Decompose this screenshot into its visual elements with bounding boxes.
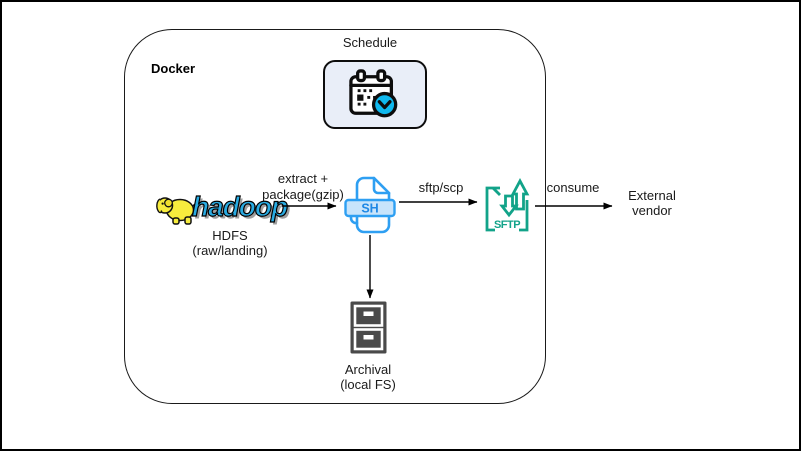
clock-face bbox=[371, 91, 398, 117]
archival-label: Archival bbox=[344, 362, 392, 377]
edge-label-consume: consume bbox=[546, 180, 600, 195]
edge-label-extract: extract + package(gzip) bbox=[242, 171, 364, 203]
file-cabinet-icon bbox=[350, 301, 387, 354]
docker-container-boundary bbox=[124, 29, 546, 404]
calendar-clock-icon bbox=[349, 68, 398, 117]
sftp-exchange-icon: SFTP bbox=[485, 178, 530, 232]
script-band bbox=[344, 198, 396, 218]
script-badge-text: SH bbox=[361, 202, 378, 216]
archival-sublabel: (local FS) bbox=[340, 377, 396, 392]
sftp-label-text: SFTP bbox=[494, 219, 520, 231]
hadoop-elephant-icon bbox=[156, 197, 199, 225]
clock-chevron bbox=[377, 99, 392, 109]
docker-label: Docker bbox=[151, 61, 196, 76]
hdfs-caption: HDFS (raw/landing) bbox=[150, 228, 310, 258]
hdfs-label: HDFS bbox=[212, 228, 248, 243]
edge-label-extract-line1: extract + bbox=[277, 171, 329, 186]
external-vendor-line1: External bbox=[628, 188, 676, 203]
shell-script-file-icon: SH bbox=[344, 176, 396, 234]
external-vendor-line2: vendor bbox=[632, 203, 672, 218]
edge-label-extract-line2: package(gzip) bbox=[262, 187, 344, 202]
schedule-title: Schedule bbox=[342, 35, 398, 50]
external-vendor-node: External vendor bbox=[602, 188, 702, 218]
hdfs-sublabel: (raw/landing) bbox=[192, 243, 268, 258]
hadoop-logo-text: hadoop bbox=[191, 191, 288, 222]
schedule-node bbox=[323, 60, 427, 129]
archival-caption: Archival (local FS) bbox=[308, 362, 428, 392]
cabinet-body bbox=[350, 301, 387, 354]
edge-label-transfer: sftp/scp bbox=[418, 180, 464, 195]
